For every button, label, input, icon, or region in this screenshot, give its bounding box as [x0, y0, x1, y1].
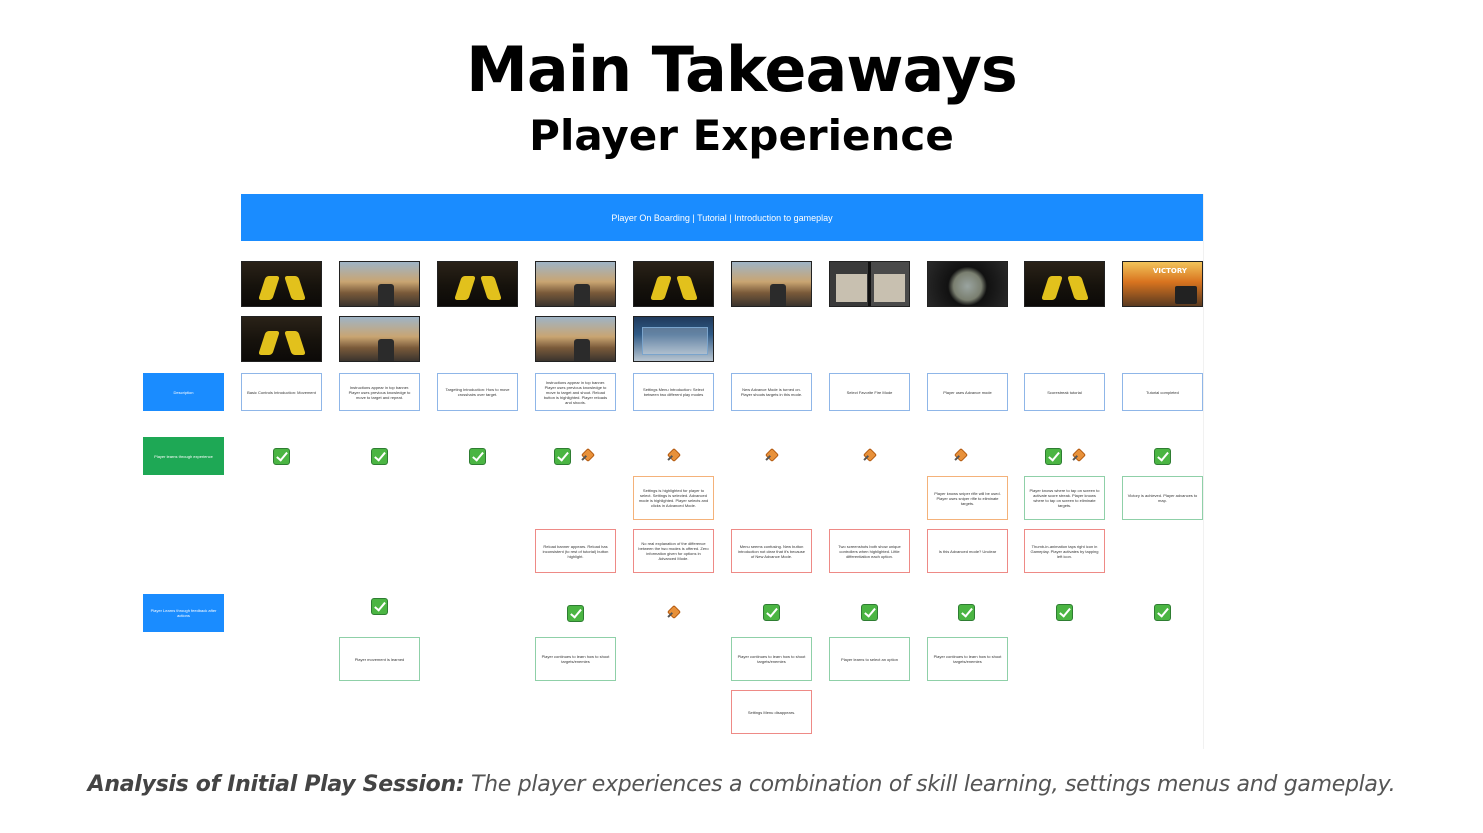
slide-caption: Analysis of Initial Play Session: The pl…	[0, 772, 1483, 797]
pushpin-icon	[862, 449, 876, 463]
screenshot-1a	[241, 261, 322, 307]
description-box: New Advance Mode is turned on. Player sh…	[731, 373, 812, 411]
screenshot-1b	[241, 316, 322, 362]
check-icon	[1154, 448, 1171, 465]
description-box: Select Favorite Fire Mode	[829, 373, 910, 411]
screenshot-9a	[1024, 261, 1105, 307]
experience-note: Victory is achieved. Player advances to …	[1122, 476, 1203, 520]
experience-note: Settings is highlighted for player to se…	[633, 476, 714, 520]
description-box: Instructions appear in top banner. Playe…	[339, 373, 420, 411]
description-box: Scorestreak tutorial	[1024, 373, 1105, 411]
feedback-note: Player continues to learn how to shoot t…	[535, 637, 616, 681]
issue-note: Thumb-in-animation taps right icon in Ga…	[1024, 529, 1105, 573]
caption-body: The player experiences a combination of …	[464, 772, 1396, 797]
check-icon	[273, 448, 290, 465]
check-icon	[1154, 604, 1171, 621]
description-box: Basic Controls Introduction: Movement	[241, 373, 322, 411]
check-icon	[554, 448, 571, 465]
row-label-description: Description	[143, 373, 224, 411]
board-edge	[1203, 194, 1204, 749]
description-box: Targeting Introduction: How to move cros…	[437, 373, 518, 411]
victory-label: VICTORY	[1153, 267, 1187, 275]
pushpin-icon	[580, 449, 594, 463]
description-box: Settings Menu Introduction: Select betwe…	[633, 373, 714, 411]
row-label-feedback: Player Learns through feedback after act…	[143, 594, 224, 632]
issue-note: Reload banner appears. Reload has incons…	[535, 529, 616, 573]
check-icon	[469, 448, 486, 465]
description-box: Player uses Advance mode	[927, 373, 1008, 411]
feedback-issue-note: Settings Menu disappears.	[731, 690, 812, 734]
issue-note: Menu seems confusing. New button introdu…	[731, 529, 812, 573]
check-icon	[1045, 448, 1062, 465]
issue-note: Two screenshots both show unique control…	[829, 529, 910, 573]
screenshot-2a	[339, 261, 420, 307]
pushpin-icon	[1071, 449, 1085, 463]
screenshot-6a	[731, 261, 812, 307]
feedback-note: Player continues to learn how to shoot t…	[731, 637, 812, 681]
description-box: Tutorial completed	[1122, 373, 1203, 411]
screenshot-3a	[437, 261, 518, 307]
caption-lead: Analysis of Initial Play Session:	[87, 772, 465, 797]
check-icon	[861, 604, 878, 621]
screenshot-8a	[927, 261, 1008, 307]
check-icon	[763, 604, 780, 621]
pushpin-icon	[764, 449, 778, 463]
screenshot-4b	[535, 316, 616, 362]
page-title: Main Takeaways	[466, 33, 1018, 106]
screenshot-4a	[535, 261, 616, 307]
check-icon	[567, 605, 584, 622]
screenshot-10a: VICTORY	[1122, 261, 1203, 307]
issue-note: Is this Advanced mode? Unclear	[927, 529, 1008, 573]
screenshot-7a	[829, 261, 910, 307]
pushpin-icon	[953, 449, 967, 463]
onboarding-banner: Player On Boarding | Tutorial | Introduc…	[241, 194, 1203, 241]
screenshot-5b	[633, 316, 714, 362]
feedback-note: Player continues to learn how to shoot t…	[927, 637, 1008, 681]
screenshot-5a	[633, 261, 714, 307]
experience-note: Player knows where to tap on screen to a…	[1024, 476, 1105, 520]
description-box: Instructions appear in top banner. Playe…	[535, 373, 616, 411]
check-icon	[371, 598, 388, 615]
check-icon	[1056, 604, 1073, 621]
feedback-note: Player learns to select an option	[829, 637, 910, 681]
experience-note: Player knows sniper rifle will be used. …	[927, 476, 1008, 520]
pushpin-icon	[666, 606, 680, 620]
issue-note: No real explanation of the difference be…	[633, 529, 714, 573]
feedback-note: Player movement is learned	[339, 637, 420, 681]
screenshot-2b	[339, 316, 420, 362]
check-icon	[958, 604, 975, 621]
pushpin-icon	[666, 449, 680, 463]
check-icon	[371, 448, 388, 465]
row-label-experience: Player learns through experience	[143, 437, 224, 475]
page-subtitle: Player Experience	[529, 111, 954, 160]
